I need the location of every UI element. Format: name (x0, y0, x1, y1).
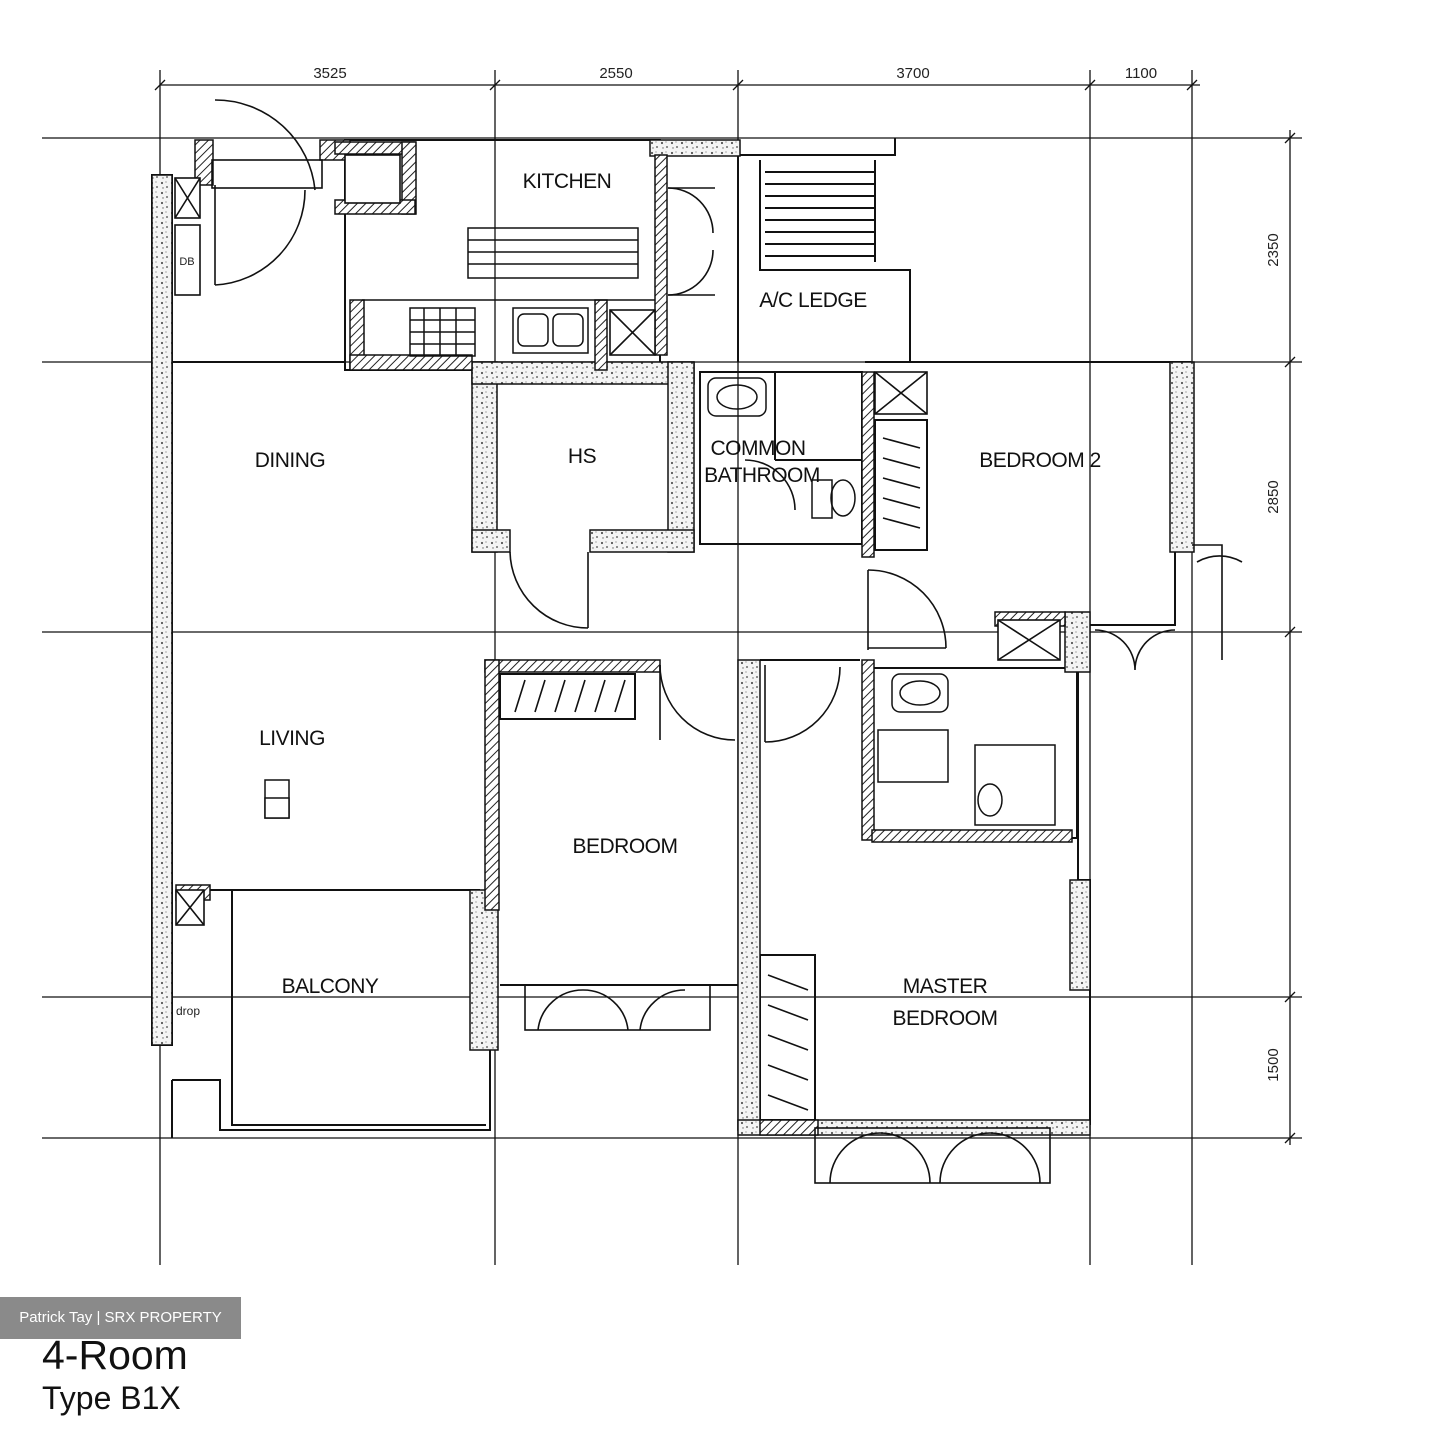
dim-right-3: 1500 (1265, 1048, 1282, 1081)
dimension-labels-right: 2350 2850 1500 (1265, 233, 1282, 1081)
room-label-common-bath-2: BATHROOM (704, 464, 820, 487)
room-label-master-2: BEDROOM (892, 1007, 997, 1030)
room-label-bedroom-2: BEDROOM 2 (979, 449, 1101, 472)
room-label-kitchen: KITCHEN (523, 170, 612, 193)
dim-top-3: 3700 (896, 65, 929, 82)
dim-right-2: 2850 (1265, 480, 1282, 513)
unit-type-title: 4-Room (42, 1332, 188, 1378)
room-label-db: DB (179, 256, 194, 268)
dim-top-1: 3525 (313, 65, 346, 82)
room-label-dining: DINING (255, 449, 326, 472)
wardrobe-marks (514, 437, 921, 1111)
kitchen-fixtures (362, 227, 655, 357)
watermark-badge: Patrick Tay | SRX PROPERTY (0, 1297, 241, 1339)
bathroom-fixtures (707, 377, 1056, 826)
concrete-walls (151, 139, 1195, 1136)
room-label-hs: HS (568, 445, 597, 468)
living-furniture (264, 779, 290, 819)
room-label-master-1: MASTER (903, 975, 988, 998)
floor-plan: 3525 2550 3700 1100 2350 2850 1500 (42, 65, 1302, 1265)
dim-top-4: 1100 (1125, 65, 1157, 82)
room-label-bedroom-3: BEDROOM (572, 835, 677, 858)
room-label-common-bath-1: COMMON (711, 437, 806, 460)
ac-ledge-slats (765, 160, 876, 262)
service-shafts (174, 154, 1061, 926)
dimension-lines (154, 79, 1296, 1145)
room-label-drop: drop (176, 1004, 200, 1018)
room-label-living: LIVING (259, 727, 325, 750)
room-labels: KITCHEN A/C LEDGE DB DINING HS COMMON BA… (176, 170, 1101, 1030)
dimension-labels-top: 3525 2550 3700 1100 (313, 65, 1157, 82)
unit-type-subtitle: Type B1X (42, 1380, 181, 1416)
dim-right-1: 2350 (1265, 233, 1282, 266)
room-label-balcony: BALCONY (282, 975, 379, 998)
room-label-ac-ledge: A/C LEDGE (759, 289, 867, 312)
dim-top-2: 2550 (599, 65, 632, 82)
doors (211, 99, 1243, 1184)
